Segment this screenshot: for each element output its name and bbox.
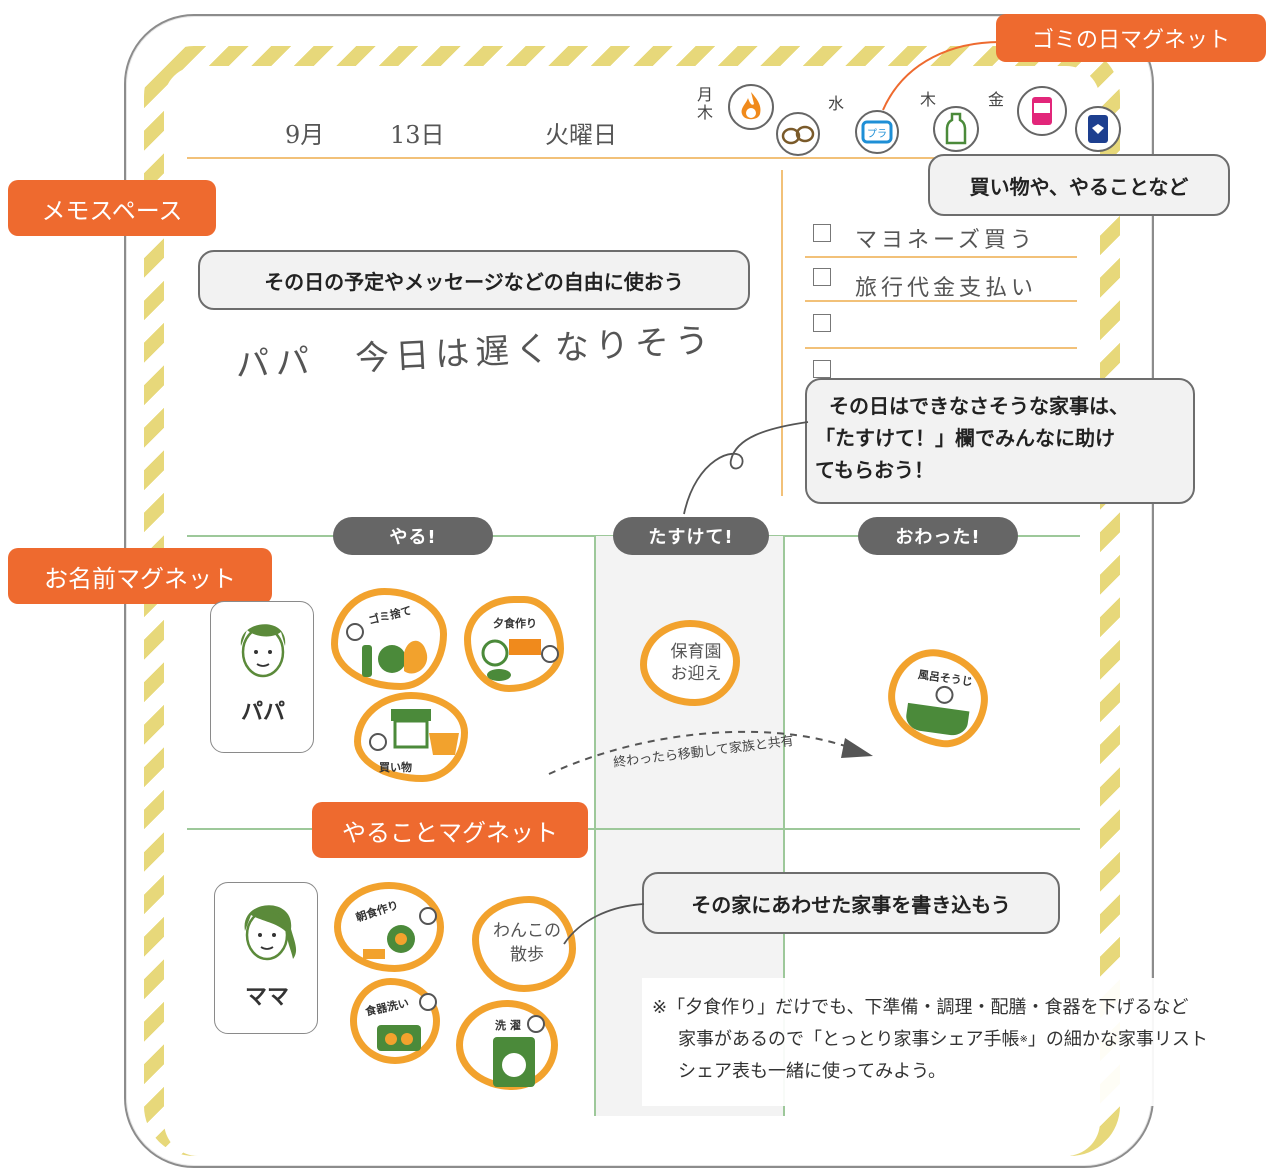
magnet-choshoku[interactable]: 朝食作り <box>334 882 444 972</box>
todo-checkbox[interactable] <box>813 360 831 378</box>
col-line <box>783 536 785 1116</box>
papa-name: パパ <box>240 700 285 725</box>
svg-text:プラ: プラ <box>867 128 887 140</box>
free-use-callout: その日の予定やメッセージなどの自由に使おう <box>198 250 750 310</box>
name-magnet-callout: お名前マグネット <box>8 548 272 604</box>
column-yaru: やる! <box>333 517 493 555</box>
todo-item: 旅行代金支払い <box>855 276 1038 301</box>
magnet-wanko-label: わんこの 散歩 <box>493 921 561 965</box>
breakfast-icon <box>363 925 415 959</box>
magnet-dot <box>369 733 387 751</box>
todo-line <box>805 300 1077 302</box>
plastic-icon: プラ <box>855 110 899 154</box>
garbage-callout-line <box>882 41 1001 111</box>
papa-card[interactable]: パパ <box>210 601 314 753</box>
header-line <box>187 157 1080 159</box>
footnote-line-3: シェア表も一緒に使ってみよう。 <box>678 1061 947 1082</box>
help-callout-line <box>683 421 809 515</box>
footnote-sup: ※ <box>1019 1034 1028 1045</box>
can-blue-icon <box>1075 106 1121 152</box>
todo-checkbox[interactable] <box>813 314 831 332</box>
write-in-callout-line <box>563 903 645 945</box>
trash-bag-icon <box>362 640 428 677</box>
write-in-callout: その家にあわせた家事を書き込もう <box>642 872 1060 934</box>
todo-line <box>805 347 1077 349</box>
magnet-shokki-label: 食器洗い <box>364 996 410 1019</box>
help-line-3: てもらおう！ <box>815 458 934 482</box>
help-line-1: その日はできなさそうな家事は、 <box>829 394 1129 418</box>
dishes-icon <box>377 1025 421 1051</box>
magnet-dot <box>419 907 437 925</box>
magnet-hoikuen-label: 保育園 お迎え <box>670 642 722 684</box>
date-day: 13日 <box>390 121 445 149</box>
footnote-line-2a: 家事があるので「とっとり家事シェア手帳 <box>678 1029 1020 1050</box>
shells-icon <box>776 112 820 156</box>
magnet-shokki[interactable]: 食器洗い <box>350 978 440 1064</box>
mama-card[interactable]: ママ <box>214 882 318 1034</box>
magnet-kaimono[interactable]: 買い物 <box>354 692 468 782</box>
todo-magnet-callout: やることマグネット <box>312 802 588 858</box>
col-line <box>594 536 596 1116</box>
magnet-dot <box>541 645 559 663</box>
memo-space-callout: メモスペース <box>8 180 216 236</box>
papa-face-icon <box>240 624 286 678</box>
bottle-icon <box>933 106 979 152</box>
magnet-yushoku-label: 夕食作り <box>493 617 537 630</box>
todo-line <box>805 256 1077 258</box>
magnet-hoikuen[interactable]: 保育園 お迎え <box>640 620 740 706</box>
help-callout: その日はできなさそうな家事は、 「たすけて！」欄でみんなに助け てもらおう！ <box>805 378 1195 504</box>
column-owatta: おわった! <box>858 517 1018 555</box>
todo-divider <box>781 170 783 496</box>
date-month: 9月 <box>285 121 325 149</box>
todo-checkbox[interactable] <box>813 224 831 242</box>
todo-checkbox[interactable] <box>813 268 831 286</box>
footnote-line-2: 家事があるので「とっとり家事シェア手帳※」の細かな家事リスト <box>652 1024 1208 1056</box>
help-line-2: 「たすけて！」欄でみんなに助け <box>815 426 1115 450</box>
bathtub-icon <box>906 702 970 736</box>
magnet-sentaku-label: 洗 濯 <box>495 1019 521 1032</box>
day-thu: 木 <box>920 90 937 109</box>
day-fri: 金 <box>988 90 1005 109</box>
garbage-magnet-callout: ゴミの日マグネット <box>996 14 1266 62</box>
footnote: ※「夕食作り」だけでも、下準備・調理・配膳・食器を下げるなど 家事があるので「と… <box>652 992 1208 1088</box>
burnable-icon <box>728 84 774 130</box>
shopping-callout: 買い物や、やることなど <box>928 154 1230 216</box>
day-wed: 水 <box>828 94 845 113</box>
row-line-mid <box>187 828 1080 830</box>
magnet-sentaku[interactable]: 洗 濯 <box>456 1000 558 1090</box>
magnet-dot <box>419 993 437 1011</box>
mama-face-icon <box>244 905 297 961</box>
magnet-dot <box>527 1015 545 1033</box>
mama-name: ママ <box>244 985 289 1010</box>
day-mon-thu: 月 木 <box>697 85 714 122</box>
shop-icon <box>391 709 459 755</box>
magnet-dot <box>346 623 364 641</box>
magnet-wanko[interactable]: わんこの 散歩 <box>472 896 576 992</box>
todo-item: マヨネーズ買う <box>855 228 1036 253</box>
column-tasukete: たすけて! <box>613 517 769 555</box>
note-backdrop <box>642 978 1277 1106</box>
magnet-kaimono-label: 買い物 <box>379 761 412 774</box>
footnote-line-2b: 」の細かな家事リスト <box>1027 1029 1208 1050</box>
magnet-gomi[interactable]: ゴミ捨て <box>331 588 447 690</box>
move-arrow <box>548 730 873 775</box>
date-weekday: 火曜日 <box>545 121 617 149</box>
can-pink-icon <box>1017 86 1067 136</box>
footnote-line-1: ※「夕食作り」だけでも、下準備・調理・配膳・食器を下げるなど <box>652 997 1189 1018</box>
cooking-icon <box>481 639 541 681</box>
magnet-yushoku[interactable]: 夕食作り <box>464 596 564 692</box>
washing-machine-icon <box>493 1037 535 1087</box>
magnet-furo[interactable]: 風呂そうじ <box>881 643 995 753</box>
